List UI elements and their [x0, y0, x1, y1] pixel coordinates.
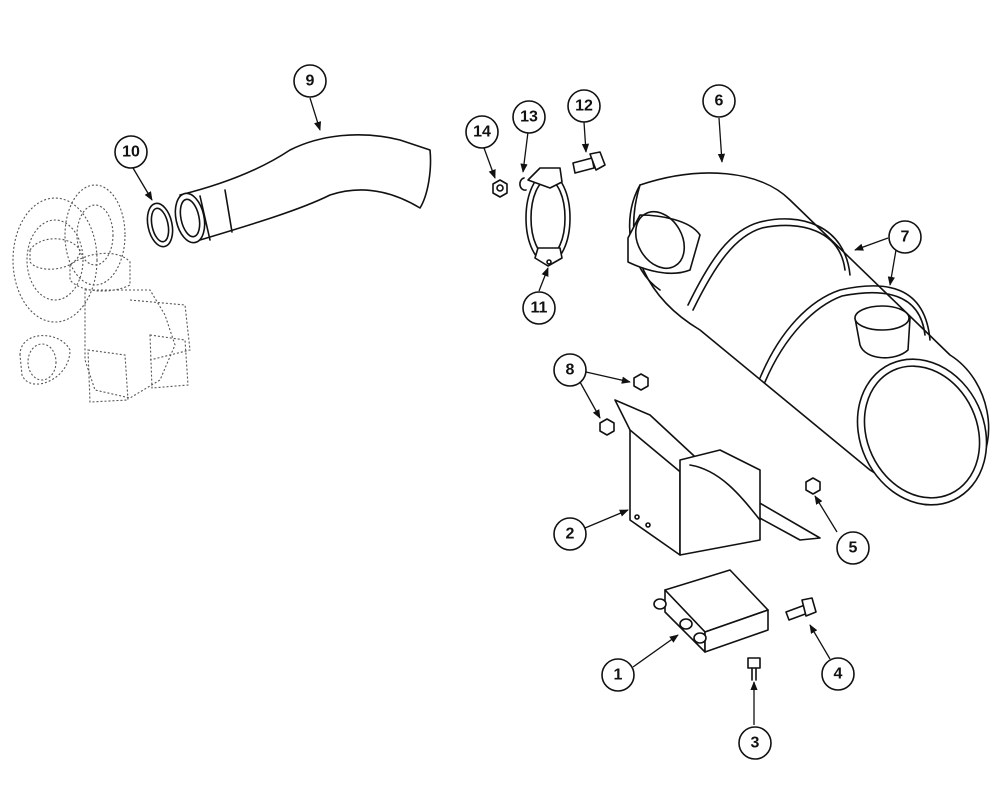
callout-12: 12 — [567, 89, 601, 123]
callout-9-label: 9 — [306, 73, 315, 90]
callout-10: 10 — [114, 135, 148, 169]
bracket-nut-upper[interactable] — [633, 373, 649, 391]
callout-5-label: 5 — [849, 540, 858, 557]
bracket-nut-lower[interactable] — [599, 418, 615, 436]
clamp-bolt[interactable] — [572, 151, 606, 174]
turbocharger-ghost — [12, 184, 191, 403]
callout-1-label: 1 — [614, 667, 623, 684]
callout-1: 1 — [601, 658, 635, 692]
callout-4-label: 4 — [834, 666, 843, 683]
isolator-mount[interactable] — [653, 569, 769, 653]
callout-3-label: 3 — [751, 735, 760, 752]
callout-12-label: 12 — [575, 98, 593, 115]
gasket-ring[interactable] — [144, 201, 177, 249]
band-clamp[interactable] — [525, 167, 571, 267]
isolator-stud[interactable] — [747, 657, 761, 681]
callout-5: 5 — [836, 531, 870, 565]
lock-washer[interactable] — [519, 177, 527, 191]
callout-7-label: 7 — [901, 229, 910, 246]
callout-13: 13 — [512, 100, 546, 134]
exhaust-pipe[interactable] — [171, 134, 432, 246]
callout-4: 4 — [821, 657, 855, 691]
callout-11: 11 — [522, 291, 556, 325]
callout-8: 8 — [553, 353, 587, 387]
callout-13-label: 13 — [520, 109, 538, 126]
callout-8-label: 8 — [566, 362, 575, 379]
muffler-nut[interactable] — [805, 477, 821, 495]
callout-6-label: 6 — [715, 93, 724, 110]
callout-7: 7 — [888, 220, 922, 254]
clamp-nut[interactable] — [492, 179, 508, 198]
callout-9: 9 — [293, 64, 327, 98]
muffler-straps[interactable] — [687, 218, 931, 383]
callout-2: 2 — [553, 517, 587, 551]
callout-3: 3 — [738, 726, 772, 760]
isolator-bolt[interactable] — [785, 597, 817, 621]
callout-2-label: 2 — [566, 526, 575, 543]
callout-14-label: 14 — [473, 124, 491, 141]
muffler[interactable] — [626, 172, 1000, 526]
callout-10-label: 10 — [122, 144, 140, 161]
callout-6: 6 — [702, 84, 736, 118]
callout-14: 14 — [465, 115, 499, 149]
leader-lines — [132, 97, 897, 725]
mounting-bracket[interactable] — [614, 399, 821, 556]
callout-11-label: 11 — [531, 300, 548, 317]
